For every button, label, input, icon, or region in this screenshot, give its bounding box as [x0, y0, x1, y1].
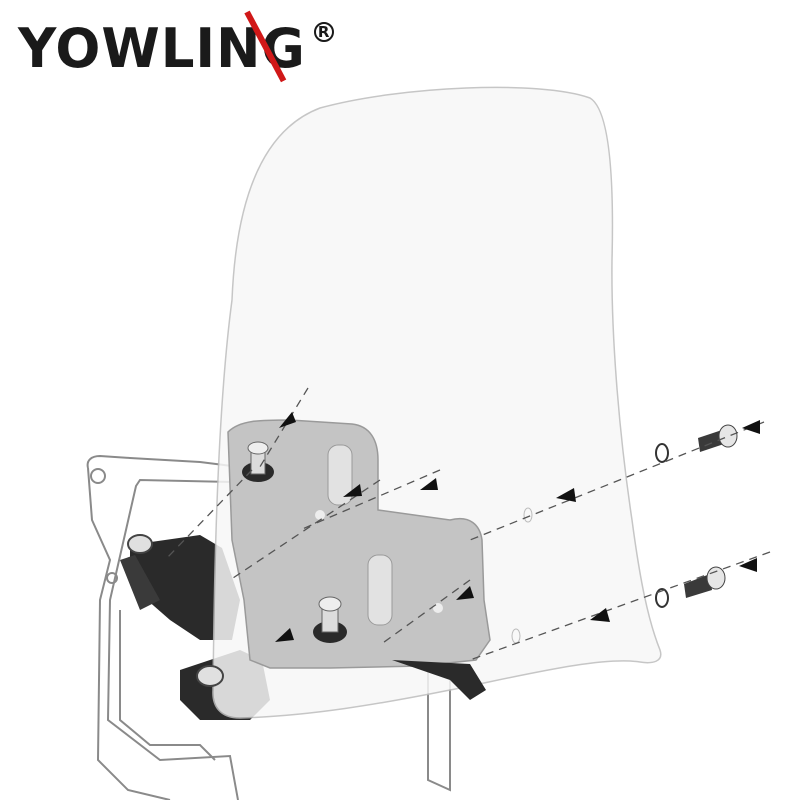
arrow-5 [742, 420, 760, 434]
arrow-8 [456, 586, 474, 600]
brand-logo: YOWLING R [18, 10, 334, 90]
screw-upper [698, 424, 738, 452]
callout-arrows [275, 412, 760, 642]
frame-outline [86, 454, 451, 800]
arrow-3 [420, 478, 438, 490]
loose-screws [511, 424, 738, 644]
arrow-6 [739, 558, 757, 572]
registered-mark: R [313, 22, 334, 42]
washer-lower [655, 588, 669, 608]
arrow-4 [556, 488, 576, 502]
arrow-9 [275, 628, 294, 642]
arrow-1 [279, 412, 296, 428]
screw-lower [684, 566, 726, 598]
arrow-7 [590, 608, 610, 622]
assembly-lines [164, 387, 771, 661]
washer-upper [655, 443, 669, 463]
mounting-plate [227, 419, 491, 700]
plate-bolts [127, 441, 347, 687]
arrow-2 [343, 484, 362, 497]
